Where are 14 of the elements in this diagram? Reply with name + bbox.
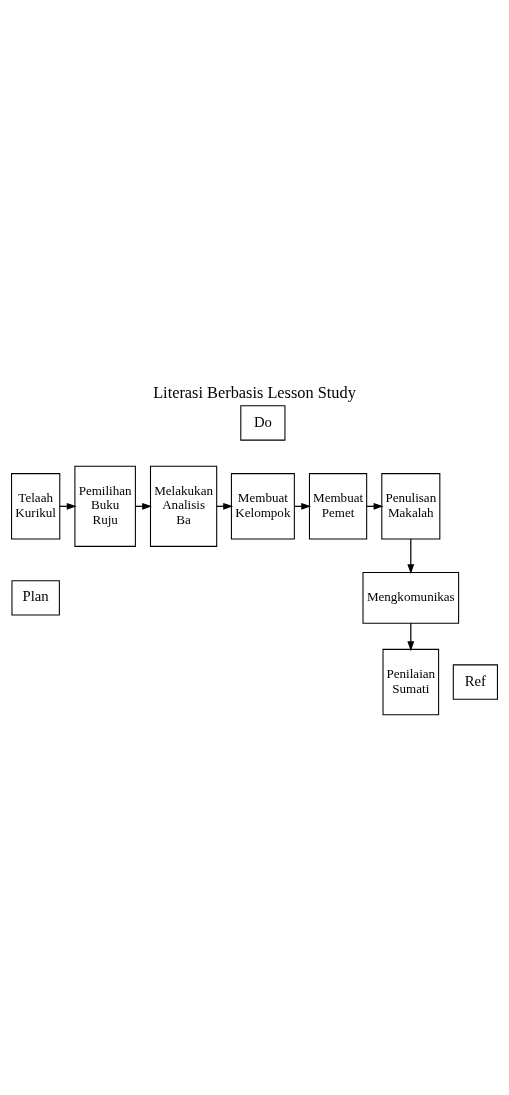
- node-box: Melakukan Analisis Ba: [149, 465, 218, 547]
- arrow: [407, 537, 415, 574]
- node-box: Membuat Kelompok: [230, 472, 295, 540]
- node-box: Do: [240, 404, 286, 441]
- arrow: [407, 622, 415, 651]
- node-box: Penulisan Makalah: [381, 472, 441, 540]
- node-box: Ref: [452, 663, 498, 700]
- node-box: Plan: [11, 579, 60, 616]
- diagram-title: Literasi Berbasis Lesson Study: [153, 382, 356, 402]
- node-box: Mengkomunikas: [362, 571, 460, 624]
- node-box: Membuat Pemet: [308, 472, 368, 540]
- node-box: Telaah Kurikul: [11, 472, 61, 540]
- node-box: Pemilihan Buku Ruju: [74, 465, 136, 547]
- node-box: Penilaian Sumati: [382, 648, 440, 715]
